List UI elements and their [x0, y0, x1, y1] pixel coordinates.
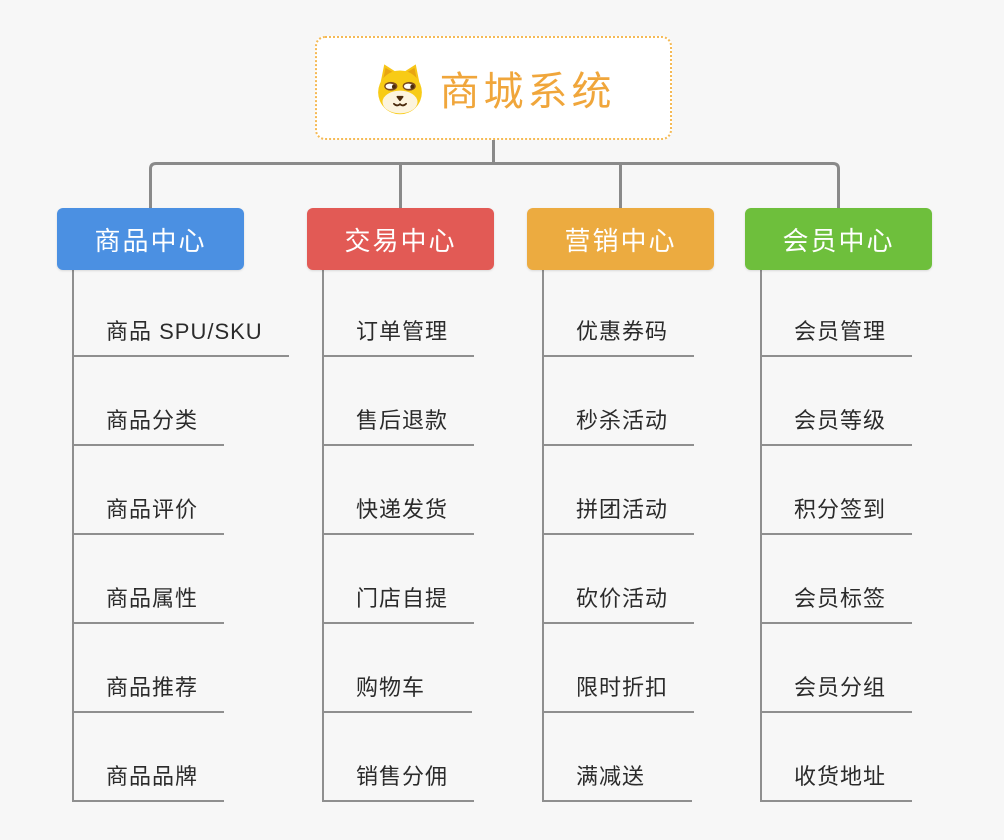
branch-node-trade-center[interactable]: 交易中心	[307, 208, 494, 270]
branch-trunk-line	[542, 269, 544, 802]
root-node-title: 商城系统	[439, 70, 616, 114]
leaf-node[interactable]: 会员分组	[760, 673, 913, 713]
leaf-node[interactable]: 商品 SPU/SKU	[72, 317, 289, 357]
branch-node-product-center[interactable]: 商品中心	[57, 208, 244, 270]
leaf-node[interactable]: 门店自提	[322, 584, 475, 624]
leaf-node[interactable]: 满减送	[542, 762, 692, 802]
leaf-node[interactable]: 积分签到	[760, 495, 913, 535]
leaf-node[interactable]: 商品分类	[72, 406, 225, 446]
leaf-node[interactable]: 优惠券码	[542, 317, 695, 357]
leaf-node[interactable]: 拼团活动	[542, 495, 695, 535]
branch-node-member-center[interactable]: 会员中心	[745, 208, 932, 270]
leaf-node[interactable]: 会员管理	[760, 317, 913, 357]
leaf-node[interactable]: 商品推荐	[72, 673, 225, 713]
dog-face-icon	[377, 64, 422, 115]
leaf-node[interactable]: 商品属性	[72, 584, 225, 624]
branch-trunk-line	[322, 269, 324, 802]
branch-trunk-line	[72, 269, 74, 802]
leaf-node[interactable]: 砍价活动	[542, 584, 695, 624]
leaf-node[interactable]: 会员等级	[760, 406, 913, 446]
leaf-node[interactable]: 秒杀活动	[542, 406, 695, 446]
leaf-node[interactable]: 限时折扣	[542, 673, 695, 713]
leaf-node[interactable]: 快递发货	[322, 495, 475, 535]
leaf-node[interactable]: 商品评价	[72, 495, 225, 535]
branch-node-marketing-center[interactable]: 营销中心	[527, 208, 714, 270]
leaf-node[interactable]: 商品品牌	[72, 762, 225, 802]
leaf-node[interactable]: 会员标签	[760, 584, 913, 624]
leaf-node[interactable]: 收货地址	[760, 762, 913, 802]
branch-trunk-line	[760, 269, 762, 802]
root-node-mall-system[interactable]: 商城系统	[315, 36, 672, 140]
leaf-node[interactable]: 售后退款	[322, 406, 475, 446]
leaf-node[interactable]: 购物车	[322, 673, 472, 713]
leaf-node[interactable]: 订单管理	[322, 317, 475, 357]
leaf-node[interactable]: 销售分佣	[322, 762, 475, 802]
